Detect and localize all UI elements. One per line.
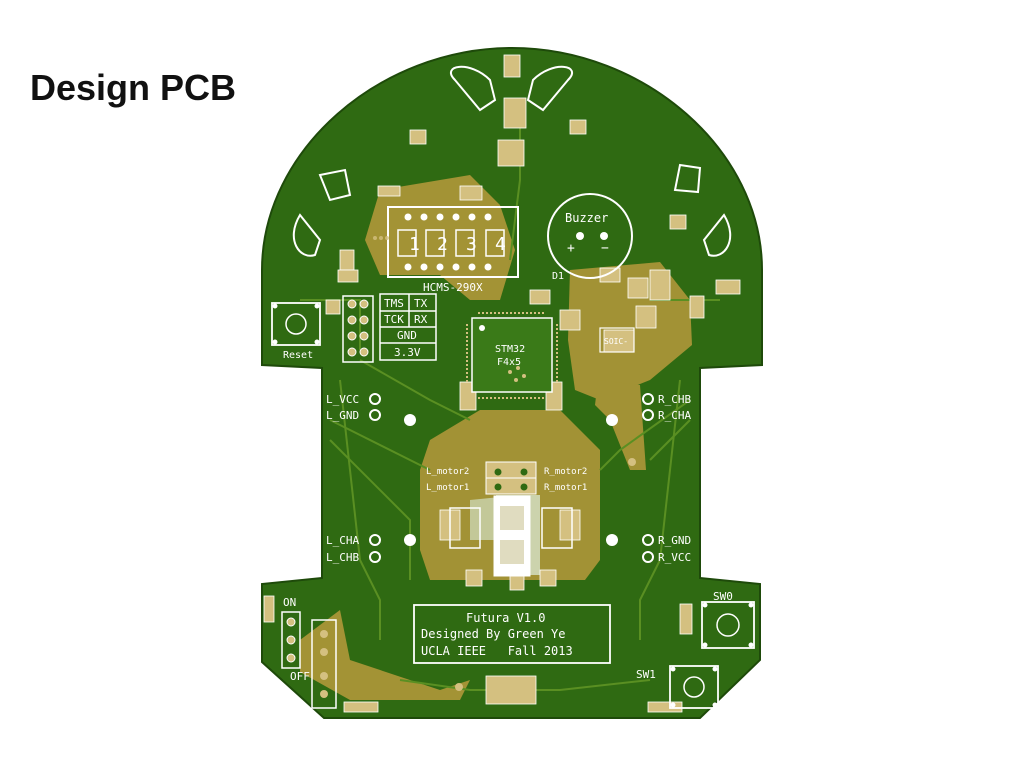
credit-box [413,604,611,664]
display-chip-label: HCMS-290X [423,281,483,294]
jtag-label-gnd: GND [397,329,417,342]
reset-label: Reset [283,350,313,361]
sw0-footprint [701,601,755,649]
credit-line-3: UCLA IEEE Fall 2013 [421,644,573,658]
led-footprints [292,65,732,257]
jtag-label-tms: TMS [384,297,404,310]
label-r-gnd: R_GND [658,534,691,547]
label-l-gnd: L_GND [326,409,359,422]
display-footprint [373,206,519,278]
label-l-cha: L_CHA [326,534,359,547]
capacitor-footprint [493,495,531,577]
label-l-chb: L_CHB [326,551,359,564]
label-r-vcc: R_VCC [658,551,691,564]
smd-pads [263,54,741,713]
sw1-footprint [669,665,719,709]
encoder-pads [369,393,654,563]
buzzer-label: Buzzer [565,211,608,225]
svg-text:−: − [601,241,609,256]
label-r-motor1: R_motor1 [544,483,587,493]
jtag-label-tck: TCK [384,313,404,326]
label-l-motor2: L_motor2 [426,467,469,477]
slide-title: Design PCB [30,67,237,108]
reset-button-footprint [271,302,321,346]
power-switch-footprint [281,611,337,709]
display-digit-4: 4 [495,234,506,255]
soic-label: SOIC- [604,337,628,346]
motor-connector-pads [485,461,537,495]
copper-traces [300,120,720,691]
display-digit-1: 1 [409,234,420,255]
display-digit-2: 2 [437,234,448,255]
jtag-label-tx: TX [414,297,428,310]
jtag-label-rx: RX [414,313,428,326]
power-on-label: ON [283,596,296,609]
mcu-label-2: F4x5 [497,357,521,368]
buzzer-footprint: + − [547,193,633,279]
mounting-holes [404,414,636,691]
label-r-motor2: R_motor2 [544,467,587,477]
credit-line-1: Futura V1.0 [466,611,545,625]
jtag-header [342,293,437,363]
mcu-label-1: STM32 [495,344,525,355]
display-digit-3: 3 [466,234,477,255]
soic-footprint [599,327,635,353]
sw0-label: SW0 [713,590,733,603]
diode-label: D1 [552,271,564,282]
capacitor-label: 220uF [495,496,525,507]
mcu-footprint [466,312,558,399]
svg-text:+: + [567,241,575,256]
label-l-vcc: L_VCC [326,393,359,406]
power-off-label: OFF [290,670,310,683]
motor-driver-footprints [449,507,573,549]
sw1-label: SW1 [636,668,656,681]
jtag-label-3v3: 3.3V [394,346,421,359]
label-r-cha: R_CHA [658,409,691,422]
credit-line-2: Designed By Green Ye [421,627,566,641]
label-r-chb: R_CHB [658,393,691,406]
label-l-motor1: L_motor1 [426,483,469,493]
